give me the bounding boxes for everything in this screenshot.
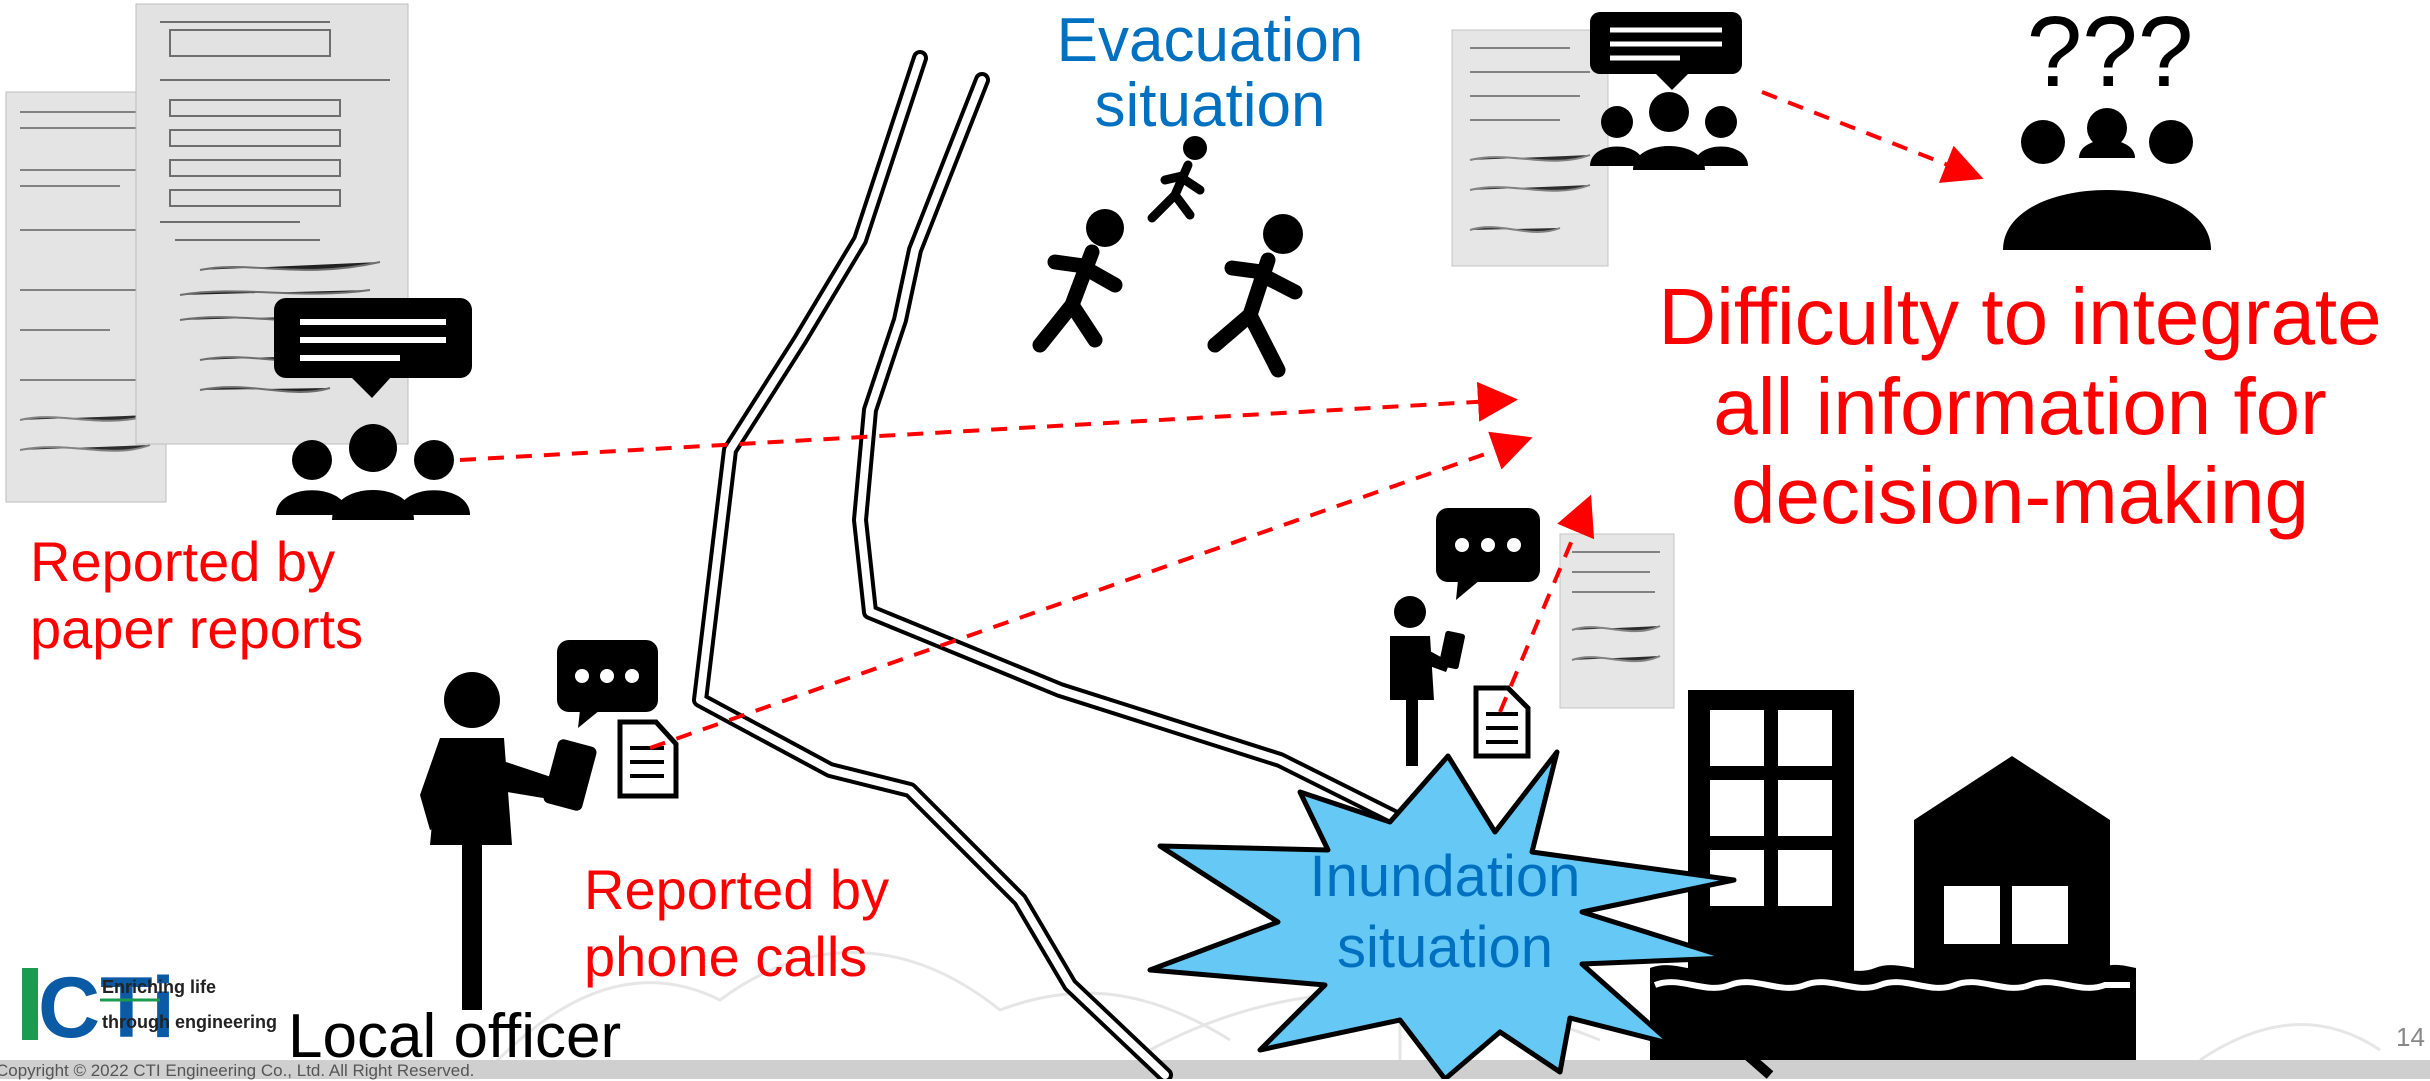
arrow-field-report [1498,494,1595,713]
evacuation-label-line1: Evacuation [1056,6,1364,75]
inundation-starburst [1147,749,1737,1079]
house-icon [1914,756,2110,990]
svg-text:CTi: CTi [38,960,175,1056]
phone-calls-label-line2: phone calls [584,925,868,989]
flood-water-icon [1650,964,2136,1060]
running-people-icon [1032,136,1303,378]
paper-report-document-small [1559,533,1675,709]
page-number: 14 [2396,1022,2425,1052]
evacuation-label-line2: situation [1094,71,1326,141]
field-officer-icon [1390,596,1465,766]
paper-reports-label-line2: paper reports [30,597,364,661]
cti-logo: CTi [22,960,175,1056]
group-meeting-icon-right [1590,12,1748,170]
group-meeting-icon-left [274,298,472,520]
cti-tagline-line2: through engineering [102,1012,277,1032]
building-icon [1688,690,1854,990]
arrow-paper-reports [459,381,1518,462]
difficulty-label-line3: decision-making [1730,451,2310,541]
arrow-to-decision [1761,90,1984,183]
inundation-label: Inundation situation [1270,842,1620,984]
paper-reports-label-line1: Reported by [30,530,336,593]
footer-band [0,1060,2430,1079]
difficulty-label-line1: Difficulty to integrate [1658,272,2382,361]
evacuation-label: Evacuation situation [1020,8,1400,138]
river [692,50,1538,1079]
speech-bubble-icon-field-officer [1436,508,1540,600]
document-icon-officer [617,719,679,799]
phone-calls-label: Reported by phone calls [584,856,944,990]
copyright-notice: Copyright © 2022 CTI Engineering Co., Lt… [0,1061,475,1080]
difficulty-label: Difficulty to integrate all information … [1620,272,2420,541]
local-officer-label: Local officer [288,1002,622,1071]
cti-tagline: Enriching life through engineering [102,974,277,1036]
inundation-label-line2: situation [1336,914,1554,980]
phone-calls-label-line1: Reported by [584,858,890,921]
difficulty-label-line2: all information for [1713,361,2327,451]
document-icon-field-officer [1473,685,1531,759]
inundation-label-line1: Inundation [1309,844,1581,909]
paper-reports-label: Reported by paper reports [30,528,450,662]
decision-meeting-icon [2003,108,2211,250]
information-flow-arrows [459,90,1984,750]
local-officer-icon [420,672,597,1010]
arrow-phone-calls [649,431,1533,750]
paper-report-document-right [1451,29,1609,267]
speech-bubble-icon-officer [557,640,658,728]
cti-tagline-line1: Enriching life [102,977,217,997]
question-marks: ??? [2026,0,2194,108]
